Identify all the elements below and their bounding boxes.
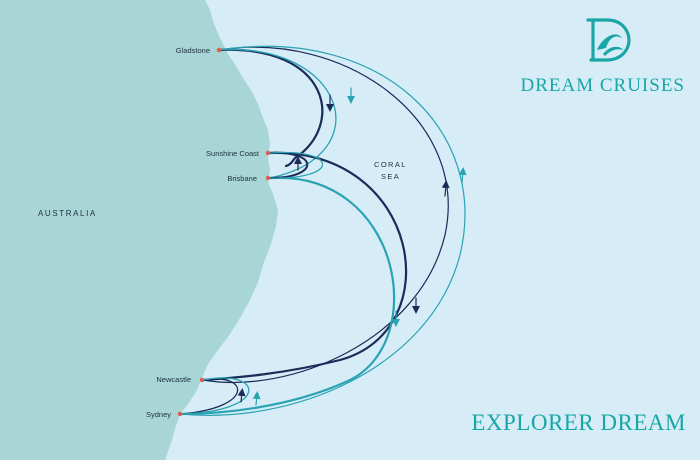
route-brisbane-sydney-teal — [179, 176, 396, 416]
ship-name: EXPLORER DREAM — [471, 410, 686, 435]
port-label-brisbane: Brisbane — [227, 174, 257, 183]
port-marker-sunshine-coast — [265, 150, 271, 156]
route-gladstone-newcastle-navy — [202, 46, 449, 384]
brand-name: DREAM CRUISES — [521, 75, 686, 96]
route-brisbane-sunshine-loop-teal — [269, 151, 324, 179]
port-marker-brisbane — [265, 175, 271, 181]
australia-landmass — [0, 0, 278, 460]
route-newcastle-sydney-loop-navy — [180, 378, 239, 415]
route-brisbane-sunshine-loop-navy — [267, 151, 309, 179]
country-label: AUSTRALIA — [38, 209, 97, 218]
route-gladstone-brisbane-teal — [218, 49, 337, 179]
dream-cruises-logo-icon — [586, 18, 631, 62]
route-arrow — [252, 391, 261, 406]
sea-label-line2: SEA — [381, 172, 400, 181]
port-markers — [177, 47, 271, 417]
route-arrow — [237, 388, 246, 403]
route-newcastle-sydney-loop-teal — [180, 377, 250, 415]
port-marker-sydney — [177, 411, 183, 417]
port-marker-newcastle — [199, 377, 205, 383]
port-label-newcastle: Newcastle — [156, 375, 191, 384]
port-label-gladstone: Gladstone — [176, 46, 210, 55]
port-label-sydney: Sydney — [146, 410, 171, 419]
route-gladstone-sydney-teal — [180, 45, 466, 416]
route-sunshine-newcastle-navy — [201, 151, 408, 382]
route-arrow — [441, 180, 450, 197]
sea-label-line1: CORAL — [374, 160, 407, 169]
port-label-sunshine-coast: Sunshine Coast — [206, 149, 260, 158]
routes — [179, 45, 467, 416]
route-arrow — [458, 167, 467, 184]
route-gladstone-sunshine-navy — [217, 48, 324, 168]
port-marker-gladstone — [216, 47, 222, 53]
